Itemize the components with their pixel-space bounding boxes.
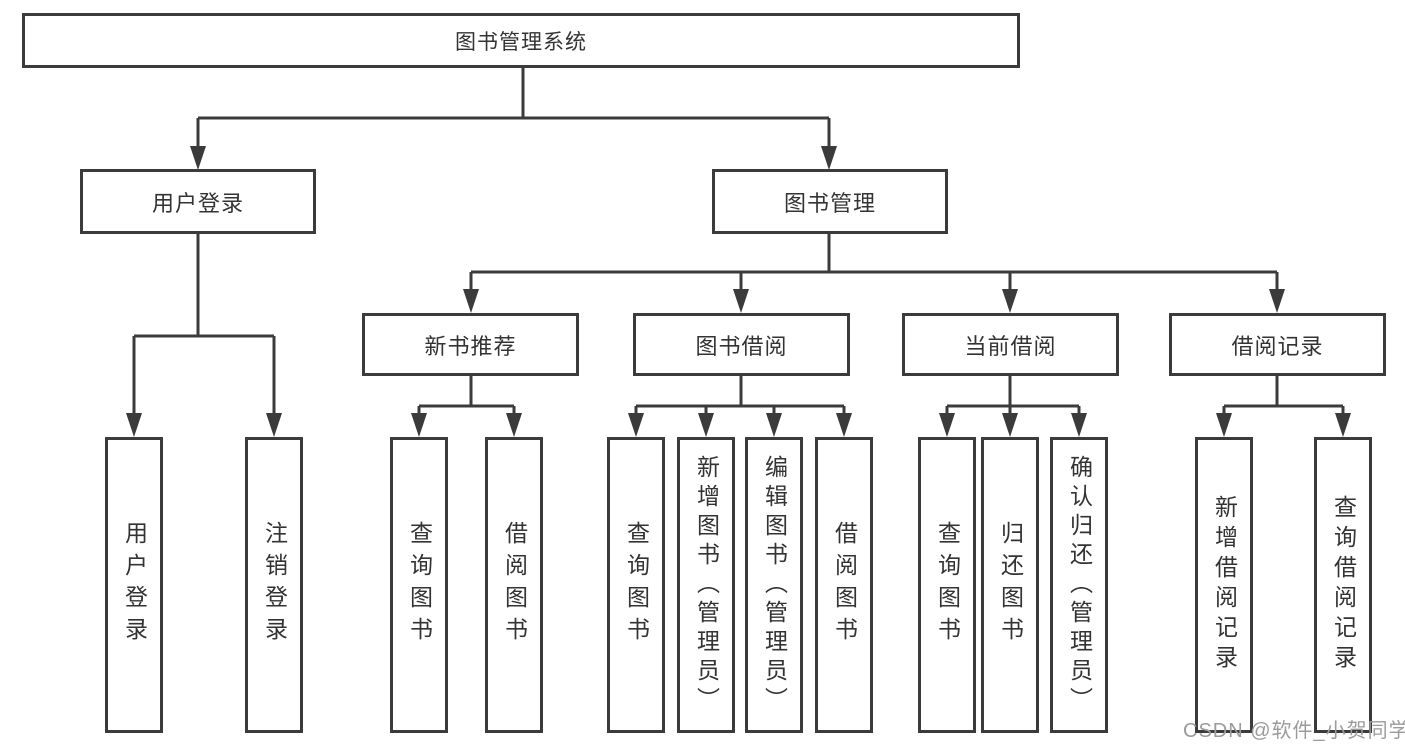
node-user-login: 用户登录 — [80, 169, 316, 234]
leaf-borrow-books: 借阅图书 — [815, 437, 873, 733]
node-root: 图书管理系统 — [22, 13, 1020, 68]
node-borrow-records: 借阅记录 — [1169, 313, 1386, 376]
leaf-query-books-borrow: 查询图书 — [607, 437, 665, 733]
leaf-query-books-current: 查询图书 — [918, 437, 976, 733]
leaf-confirm-return-admin: 确认归还（管理员） — [1050, 437, 1108, 733]
leaf-logout: 注销登录 — [245, 437, 303, 733]
leaf-borrow-books-recommend: 借阅图书 — [485, 437, 543, 733]
leaf-query-books-recommend: 查询图书 — [390, 437, 448, 733]
csdn-watermark: CSDN @软件_小贺同学 — [1183, 720, 1405, 742]
leaf-query-borrow-record: 查询借阅记录 — [1314, 437, 1372, 733]
node-book-management: 图书管理 — [712, 169, 948, 234]
node-current-borrow: 当前借阅 — [902, 313, 1119, 376]
leaf-add-borrow-record: 新增借阅记录 — [1195, 437, 1253, 733]
leaf-add-books-admin: 新增图书（管理员） — [677, 437, 735, 733]
node-new-book-recommend: 新书推荐 — [362, 313, 579, 376]
node-book-borrow: 图书借阅 — [633, 313, 850, 376]
leaf-edit-books-admin: 编辑图书（管理员） — [745, 437, 803, 733]
leaf-user-login: 用户登录 — [105, 437, 163, 733]
leaf-return-books: 归还图书 — [981, 437, 1039, 733]
